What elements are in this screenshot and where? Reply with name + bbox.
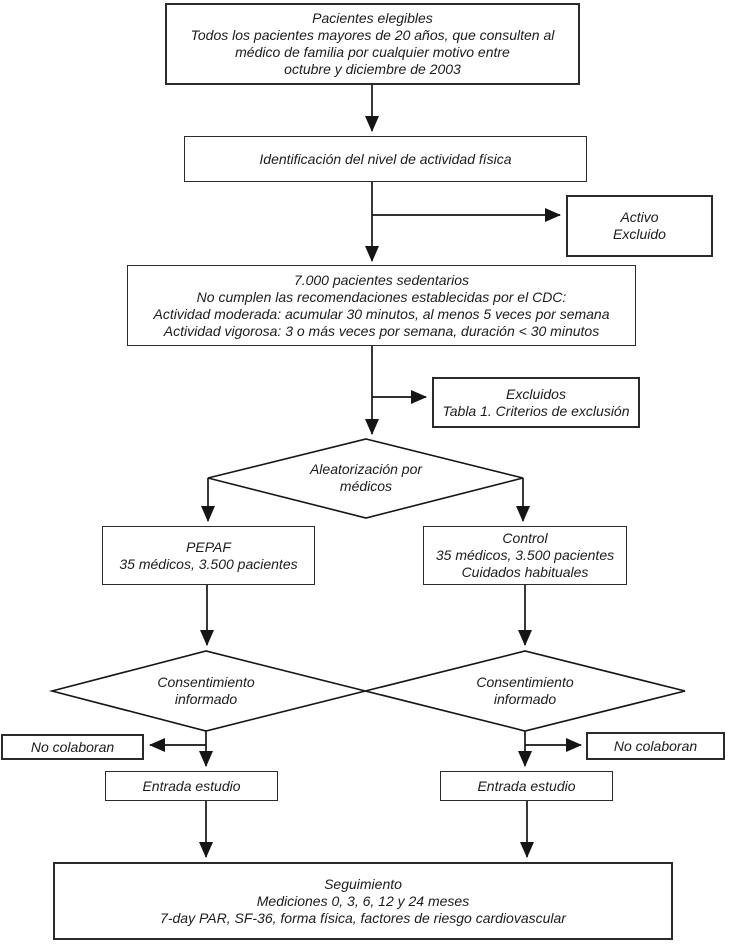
text-line: Excluido: [613, 226, 666, 242]
text-line: Mediciones 0, 3, 6, 12 y 24 meses: [256, 892, 470, 909]
text-line: Pacientes elegibles: [312, 10, 433, 26]
text-line: informado: [493, 691, 557, 707]
node-pepaf: PEPAF 35 médicos, 3.500 pacientes: [102, 526, 315, 585]
node-pacientes-sedentarios: 7.000 pacientes sedentarios No cumplen l…: [127, 265, 636, 346]
node-seguimiento: Seguimiento Mediciones 0, 3, 6, 12 y 24 …: [53, 862, 673, 940]
node-entrada-estudio-right: Entrada estudio: [440, 771, 613, 801]
text-line: Seguimiento: [324, 875, 402, 892]
node-entrada-estudio-left: Entrada estudio: [105, 771, 278, 801]
text-line: No colaboran: [613, 737, 698, 754]
text-line: octubre y diciembre de 2003: [284, 61, 461, 77]
node-excluidos-tabla1: Excluidos Tabla 1. Criterios de exclusió…: [432, 377, 640, 428]
text-line: Tabla 1. Criterios de exclusión: [442, 402, 630, 419]
node-consentimiento-left-label: Consentimiento informado: [116, 673, 296, 709]
text-line: Control: [502, 530, 548, 546]
text-line: Entrada estudio: [477, 777, 576, 794]
randomization-diamond-shape: [207, 438, 524, 519]
text-line: Actividad moderada: acumular 30 minutos,…: [153, 305, 610, 322]
text-line: 35 médicos, 3.500 pacientes: [435, 547, 615, 563]
node-aleatorizacion-label: Aleatorización por médicos: [246, 460, 486, 496]
node-activo-excluido: Activo Excluido: [566, 195, 713, 257]
text-line: 7.000 pacientes sedentarios: [293, 271, 470, 288]
text-line: médico de familia por cualquier motivo e…: [235, 44, 510, 60]
text-line: Aleatorización por: [309, 461, 423, 477]
text-line: Activo: [620, 209, 659, 225]
text-line: No colaboran: [30, 738, 115, 755]
node-control: Control 35 médicos, 3.500 pacientes Cuid…: [423, 526, 627, 585]
text-line: Entrada estudio: [142, 777, 241, 794]
text-line: Excluidos: [506, 385, 566, 402]
text-line: Actividad vigorosa: 3 o más veces por se…: [163, 322, 600, 339]
text-line: No cumplen las recomendaciones estableci…: [196, 288, 567, 305]
text-line: informado: [174, 691, 238, 707]
text-line: Identificación del nivel de actividad fí…: [259, 150, 512, 167]
text-line: 35 médicos, 3.500 pacientes: [119, 555, 298, 572]
node-no-colaboran-right: No colaboran: [586, 732, 725, 760]
text-line: Cuidados habituales: [461, 564, 589, 580]
text-line: Consentimiento: [476, 674, 574, 690]
node-pacientes-elegibles: Pacientes elegibles Todos los pacientes …: [165, 3, 580, 85]
text-line: médicos: [339, 478, 393, 494]
node-identificacion-actividad: Identificación del nivel de actividad fí…: [184, 136, 587, 182]
node-no-colaboran-left: No colaboran: [1, 734, 144, 760]
text-line: PEPAF: [186, 538, 231, 555]
text-line: Todos los pacientes mayores de 20 años, …: [190, 27, 555, 43]
text-line: Consentimiento: [157, 674, 255, 690]
node-consentimiento-right-label: Consentimiento informado: [435, 673, 615, 709]
text-line: 7-day PAR, SF-36, forma física, factores…: [160, 909, 566, 926]
